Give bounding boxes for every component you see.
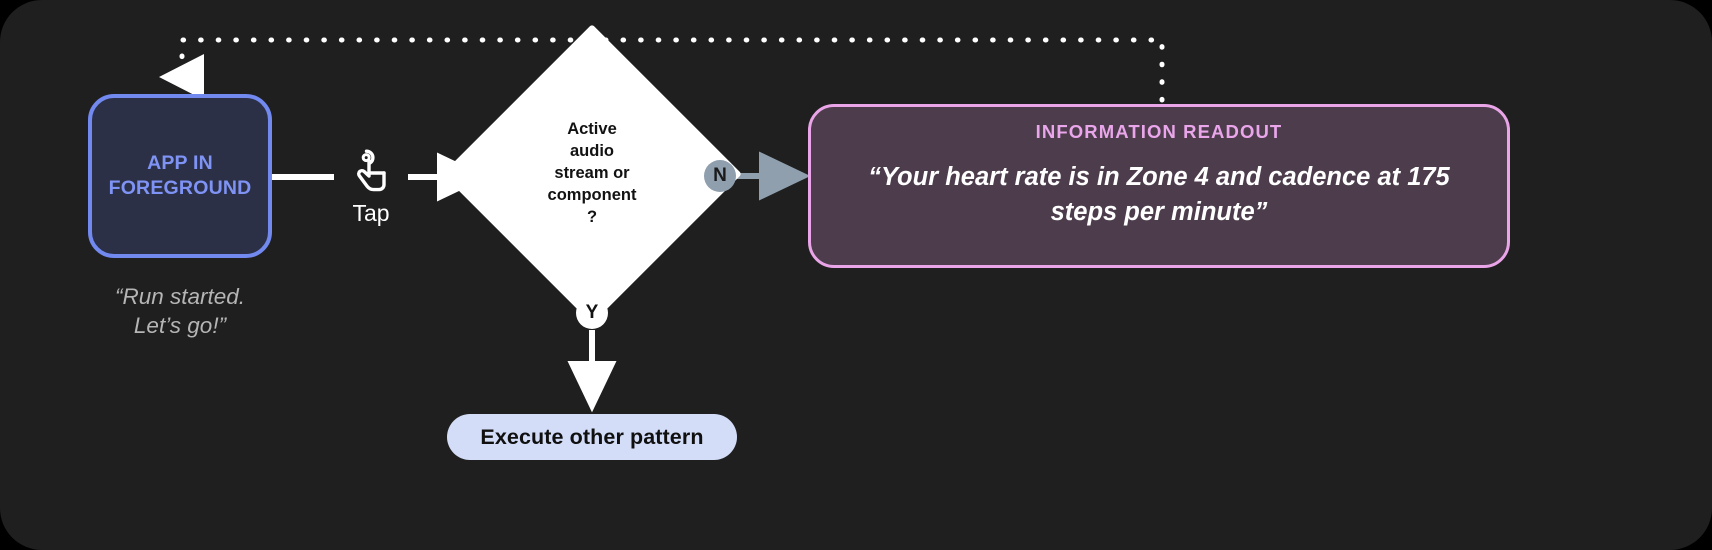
node-app-label: APP IN FOREGROUND	[108, 152, 252, 199]
tap-gesture-icon	[357, 149, 386, 192]
tap-gesture-label: Tap	[352, 200, 390, 226]
branch-badge-yes-label: Y	[585, 302, 599, 323]
branch-badge-yes: Y	[576, 297, 608, 329]
node-execute-other-pattern-label: Execute other pattern	[480, 424, 704, 449]
node-app-in-foreground[interactable]: APP IN FOREGROUND	[88, 94, 272, 258]
readout-body: “Your heart rate is in Zone 4 and cadenc…	[868, 163, 1450, 226]
node-decision-label: Active audio stream or component ?	[547, 120, 637, 226]
readout-title: INFORMATION READOUT	[1035, 121, 1283, 142]
node-execute-other-pattern[interactable]: Execute other pattern	[447, 414, 737, 460]
node-decision-active-audio[interactable]: Active audio stream or component ?	[442, 24, 742, 324]
branch-badge-no-label: N	[713, 165, 727, 186]
branch-badge-no: N	[704, 160, 736, 192]
node-information-readout[interactable]: INFORMATION READOUT “Your heart rate is …	[808, 104, 1510, 268]
tap-gesture-group[interactable]: Tap	[338, 148, 404, 225]
node-app-caption: “Run started. Let’s go!”	[114, 284, 246, 338]
